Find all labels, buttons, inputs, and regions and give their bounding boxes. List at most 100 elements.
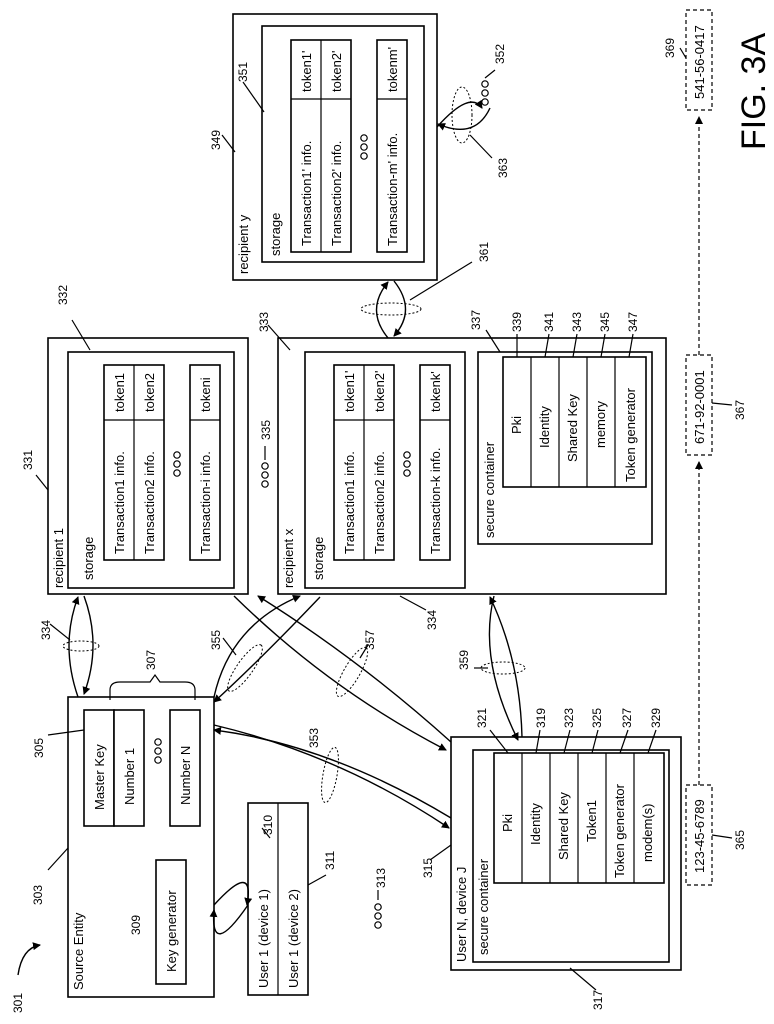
ref-310: 310 xyxy=(261,815,275,835)
ref-301-arrow xyxy=(18,945,40,975)
ref-337: 337 xyxy=(469,310,483,330)
ref-335: 335 xyxy=(259,420,273,440)
recipient-y-row1-info: Transaction1' info. xyxy=(299,141,314,246)
recipient-1-row2-token: token2 xyxy=(142,373,157,412)
ref-355: 355 xyxy=(209,630,223,650)
ref-325: 325 xyxy=(590,708,604,728)
ref-307: 307 xyxy=(144,650,158,670)
ellipsis-313 xyxy=(375,904,381,928)
user-n-token1: Token1 xyxy=(584,800,599,842)
ref-365: 365 xyxy=(733,830,747,850)
recipient-x-row3-token: tokenk' xyxy=(428,371,443,412)
ref-357: 357 xyxy=(363,630,377,650)
recipient-y-row1-token: token1' xyxy=(299,50,314,92)
ref-317: 317 xyxy=(591,990,605,1010)
user-n-pki: Pki xyxy=(500,814,515,832)
ref-347: 347 xyxy=(626,312,640,332)
recipient-x-container-label: secure container xyxy=(482,441,497,538)
ref-315: 315 xyxy=(421,858,435,878)
recipient-y-storage: storage xyxy=(268,213,283,256)
recipient-1-storage: storage xyxy=(81,537,96,580)
recipient-x: recipient x storage Transaction1 info. t… xyxy=(278,338,666,594)
recipient-x-identity: Identity xyxy=(537,406,552,448)
ref-361: 361 xyxy=(477,242,491,262)
ref-343: 343 xyxy=(570,312,584,332)
ref-334a: 334 xyxy=(39,620,53,640)
recipient-x-title: recipient x xyxy=(281,528,296,588)
recipient-x-row2-token: token2' xyxy=(372,370,387,412)
ref-367: 367 xyxy=(733,400,747,420)
source-entity: Source Entity Master Key Number 1 Number… xyxy=(68,697,214,997)
ref-341: 341 xyxy=(542,312,556,332)
recipient-1-row2-info: Transaction2 info. xyxy=(142,451,157,554)
ref-353: 353 xyxy=(307,728,321,748)
ref-323: 323 xyxy=(562,708,576,728)
master-key-label: Master Key xyxy=(92,744,107,810)
ref-305: 305 xyxy=(32,738,46,758)
recipient-x-pki: Pki xyxy=(509,416,524,434)
user-1-device-2: User 1 (device 2) xyxy=(286,889,301,988)
recipient-1-row3-token: tokeni xyxy=(198,377,213,412)
ref-334b: 334 xyxy=(425,610,439,630)
recipient-y-title: recipient y xyxy=(236,214,251,274)
ref-329: 329 xyxy=(649,708,663,728)
ref-321: 321 xyxy=(475,708,489,728)
recipient-x-row3-info: Transaction-k info. xyxy=(428,448,443,554)
ref-352: 352 xyxy=(493,44,507,64)
user-devices: User 1 (device 1) User 1 (device 2) xyxy=(248,803,308,995)
recipient-x-token-generator: Token generator xyxy=(623,387,638,482)
recipient-x-shared-key: Shared Key xyxy=(565,394,580,462)
recipient-x-row1-token: token1' xyxy=(342,370,357,412)
ellipsis-352 xyxy=(482,81,488,105)
ref-339: 339 xyxy=(510,312,524,332)
user-n-container-label: secure container xyxy=(476,858,491,955)
ref-359: 359 xyxy=(457,650,471,670)
figure-label: FIG. 3A xyxy=(735,33,773,150)
ref-351: 351 xyxy=(236,62,250,82)
ref-311: 311 xyxy=(323,851,337,870)
recipient-y-row2-info: Transaction2' info. xyxy=(329,141,344,246)
number-1: 123-45-6789 xyxy=(692,799,707,873)
ref-333: 333 xyxy=(257,312,271,332)
ref-363: 363 xyxy=(496,158,510,178)
user-n-shared-key: Shared Key xyxy=(556,792,571,860)
ref-332: 332 xyxy=(56,285,70,305)
user-n-modems: modem(s) xyxy=(640,803,655,862)
recipient-x-row1-info: Transaction1 info. xyxy=(342,451,357,554)
key-generator-label: Key generator xyxy=(164,890,179,972)
ref-301: 301 xyxy=(11,993,25,1013)
user-n-token-generator: Token generator xyxy=(612,783,627,878)
recipient-y-row3-token: tokenm' xyxy=(385,47,400,92)
ref-327: 327 xyxy=(620,708,634,728)
recipient-y-row2-token: token2' xyxy=(329,50,344,92)
ref-345: 345 xyxy=(598,312,612,332)
ref-303: 303 xyxy=(31,885,45,905)
ref-331: 331 xyxy=(21,450,35,470)
number-2: 671-92-0001 xyxy=(692,370,707,444)
user-n-identity: Identity xyxy=(528,803,543,845)
recipient-y: recipient y storage Transaction1' info. … xyxy=(233,14,437,280)
ref-313: 313 xyxy=(374,868,388,888)
recipient-1-row1-token: token1 xyxy=(112,373,127,412)
ellipsis-335 xyxy=(262,463,268,487)
user-1-device-1: User 1 (device 1) xyxy=(256,889,271,988)
number-n-label: Number N xyxy=(178,746,193,805)
recipient-1-row1-info: Transaction1 info. xyxy=(112,451,127,554)
recipient-x-memory: memory xyxy=(593,401,608,448)
recipient-x-row2-info: Transaction2 info. xyxy=(372,451,387,554)
number-1-label: Number 1 xyxy=(122,748,137,805)
recipient-1: recipient 1 storage Transaction1 info. t… xyxy=(48,338,248,594)
ref-349: 349 xyxy=(209,130,223,150)
ref-369: 369 xyxy=(663,38,677,58)
recipient-x-storage: storage xyxy=(311,537,326,580)
recipient-1-row3-info: Transaction-i info. xyxy=(198,451,213,554)
number-3: 541-56-0417 xyxy=(692,25,707,99)
user-n-device: User N, device J secure container Pki Id… xyxy=(451,737,681,970)
ref-319: 319 xyxy=(534,708,548,728)
recipient-1-title: recipient 1 xyxy=(51,528,66,588)
recipient-y-row3-info: Transaction-m' info. xyxy=(385,133,400,246)
source-entity-title: Source Entity xyxy=(71,912,86,990)
user-n-title: User N, device J xyxy=(454,867,469,962)
ref-309: 309 xyxy=(129,915,143,935)
